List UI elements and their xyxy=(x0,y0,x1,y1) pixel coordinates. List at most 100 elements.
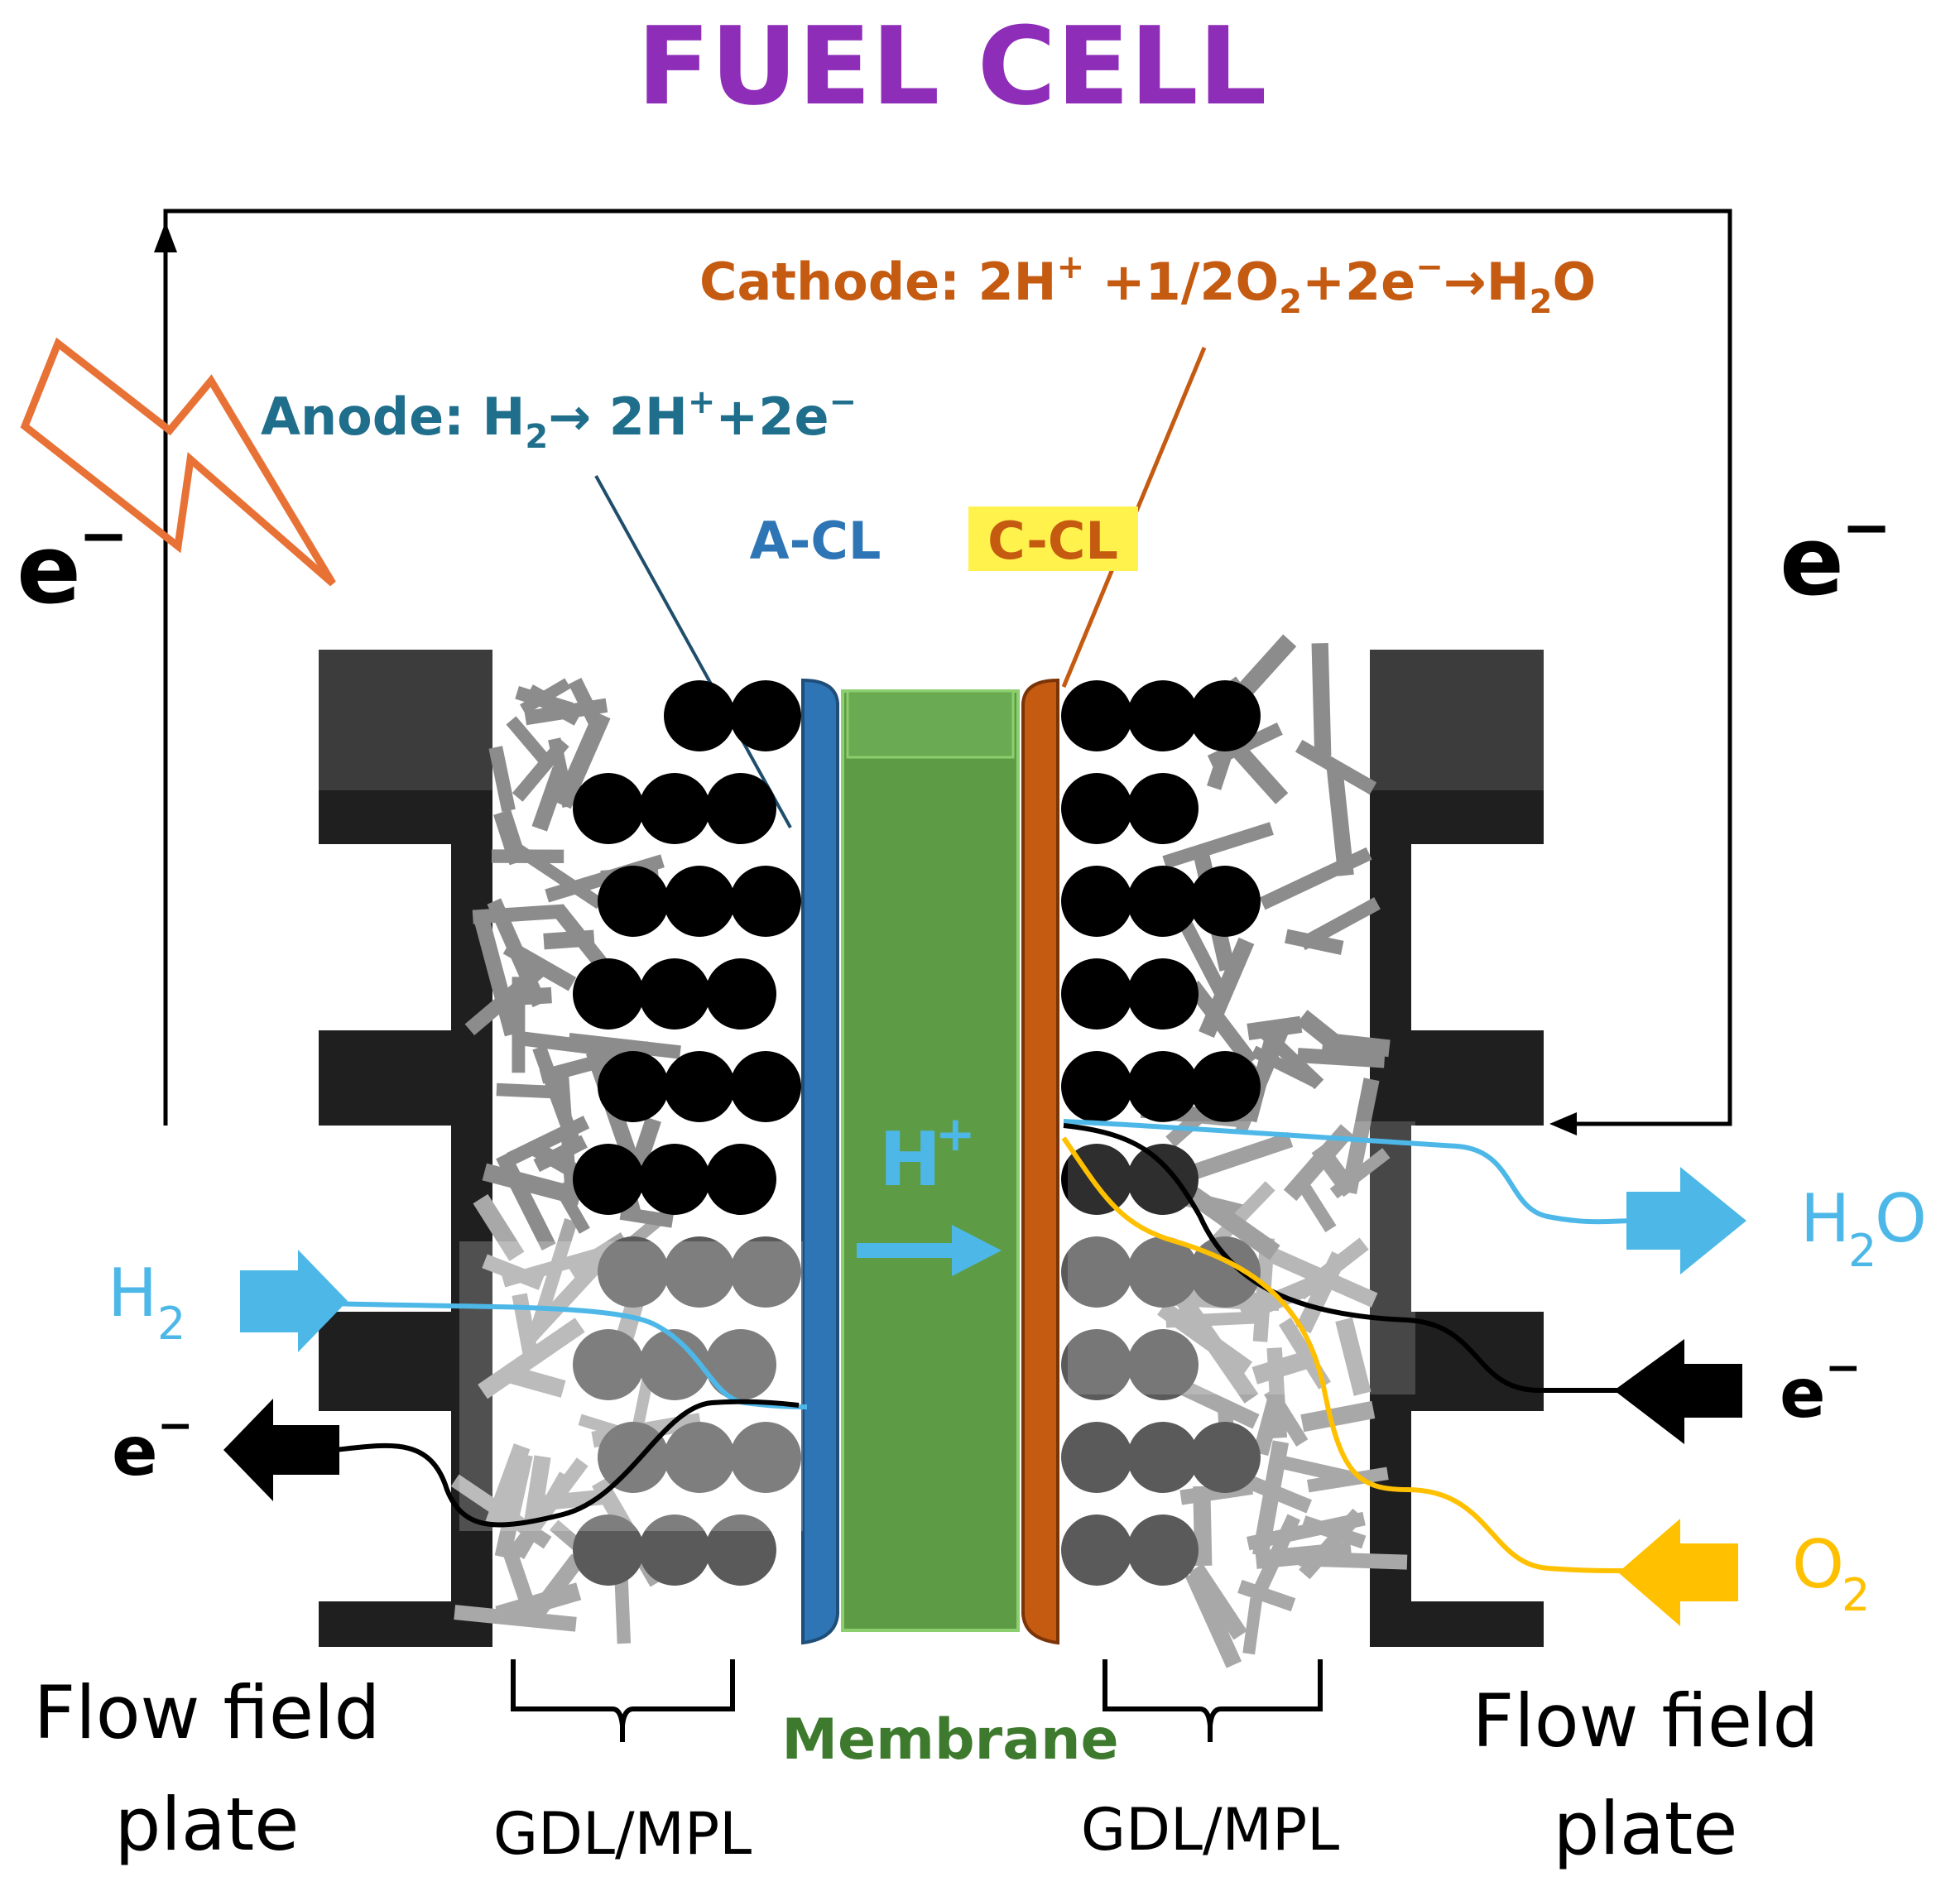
gdl-fiber xyxy=(507,1116,590,1166)
svg-text:e: e xyxy=(17,515,81,626)
gdl-fiber xyxy=(614,1576,632,1644)
mpl-particle xyxy=(1061,773,1132,844)
gdl-fiber xyxy=(1285,929,1344,955)
cathode-catalyst-layer xyxy=(1021,678,1059,1645)
gdl-fiber xyxy=(1329,1148,1391,1199)
mpl-particle xyxy=(639,1514,710,1586)
mpl-particle xyxy=(705,773,776,844)
h2-label: H 2 xyxy=(108,1255,185,1350)
h2o-label: H 2 O xyxy=(1800,1180,1927,1277)
electron-label-top-right: e − xyxy=(1780,492,1891,617)
svg-text:H: H xyxy=(1800,1180,1850,1257)
gdl-fiber xyxy=(494,1452,533,1559)
right-overlay-band xyxy=(1068,1121,1415,1394)
svg-text:2: 2 xyxy=(1848,1225,1876,1277)
svg-text:O: O xyxy=(1875,1180,1927,1257)
gdl-fiber xyxy=(554,711,611,809)
mpl-particle xyxy=(1061,680,1132,751)
gdl-fiber xyxy=(553,1182,590,1234)
mpl-particle xyxy=(1127,1329,1199,1400)
gdl-fiber xyxy=(473,1193,525,1261)
o2-inlet-arrow xyxy=(1618,1519,1738,1626)
gdl-fiber xyxy=(1235,1018,1293,1135)
mpl-particle xyxy=(573,1329,644,1400)
svg-text:2: 2 xyxy=(157,1298,185,1350)
mpl-particle xyxy=(1061,1422,1132,1493)
mpl-particle xyxy=(573,958,644,1030)
mpl-particle xyxy=(664,680,735,751)
h2o-flow-path xyxy=(1063,1119,1636,1225)
gdl-fiber xyxy=(1335,1317,1372,1396)
ccl-label: C-CL xyxy=(987,511,1118,571)
mpl-particle xyxy=(705,1514,776,1586)
gdl-fiber xyxy=(464,958,552,1036)
gdl-fiber xyxy=(522,1250,612,1344)
gdl-fiber xyxy=(1300,1400,1376,1433)
gdl-fiber xyxy=(472,904,564,924)
gdl-fiber xyxy=(512,1293,539,1358)
mpl-particle xyxy=(1189,1422,1261,1493)
external-circuit-wire xyxy=(163,209,1732,1126)
svg-text:−: − xyxy=(79,501,128,570)
mpl-particle xyxy=(639,1144,710,1215)
mpl-particle xyxy=(664,1422,735,1493)
o2-flow-path xyxy=(1061,1136,1627,1573)
cathode-reaction-label: Cathode: 2H+ +1/2O2+2e−→H2O xyxy=(699,248,1596,321)
gdl-label-right: GDL/MPL xyxy=(1081,1796,1339,1864)
electron-flow-path-anode xyxy=(334,1399,800,1528)
mpl-particle xyxy=(1189,866,1261,937)
svg-text:−: − xyxy=(1825,1343,1862,1393)
h2o-outlet-arrow xyxy=(1626,1167,1746,1274)
circuit-arrowhead-up xyxy=(154,222,177,252)
lightning-bolt-icon xyxy=(20,337,336,587)
gdl-fiber xyxy=(1157,1301,1253,1376)
svg-text:2: 2 xyxy=(1842,1569,1870,1621)
gdl-fiber xyxy=(1183,1131,1294,1183)
mpl-particle xyxy=(705,958,776,1030)
gdl-fiber xyxy=(1326,766,1354,876)
mpl-particle xyxy=(730,680,801,751)
mpl-particle xyxy=(1127,1236,1199,1308)
gdl-fiber xyxy=(619,1206,674,1228)
left-plate-label-line2: plate xyxy=(115,1782,300,1867)
mpl-particle xyxy=(1127,1514,1199,1586)
mpl-particle xyxy=(1127,1051,1199,1122)
mpl-particle xyxy=(1127,1422,1199,1493)
acl-label: A-CL xyxy=(750,511,882,571)
left-plate-label-line1: Flow field xyxy=(34,1670,381,1755)
gdl-fiber xyxy=(1295,1250,1348,1334)
brace-right-gdl xyxy=(1102,1659,1323,1742)
mpl-particle xyxy=(1127,958,1199,1030)
mpl-particle xyxy=(730,1236,801,1308)
svg-text:−: − xyxy=(157,1401,194,1451)
gdl-fiber xyxy=(502,1245,612,1288)
mpl-particle xyxy=(639,1329,710,1400)
gdl-fiber xyxy=(1237,1579,1296,1612)
ccl-label-highlight xyxy=(968,506,1138,571)
mpl-particle xyxy=(573,1514,644,1586)
mpl-particle xyxy=(573,1144,644,1215)
gdl-fiber xyxy=(495,1582,582,1624)
mpl-particle xyxy=(573,773,644,844)
gdl-fiber xyxy=(1296,1010,1348,1056)
electron-label-bottom-left: e − xyxy=(112,1401,194,1491)
mpl-particle xyxy=(1189,1051,1261,1122)
anode-catalyst-layer xyxy=(801,678,839,1645)
mpl-particle xyxy=(1061,1051,1132,1122)
svg-text:H: H xyxy=(879,1116,941,1203)
svg-text:e: e xyxy=(112,1413,158,1491)
gdl-fiber xyxy=(1247,1511,1366,1551)
o2-label: O 2 xyxy=(1792,1526,1870,1621)
h2-flow-path xyxy=(330,1301,808,1409)
mpl-particle xyxy=(730,1051,801,1122)
mpl-particle xyxy=(664,1051,735,1122)
svg-text:−: − xyxy=(1842,492,1891,562)
mpl-particle xyxy=(598,1051,669,1122)
mpl-particle xyxy=(639,773,710,844)
mpl-particle xyxy=(705,1329,776,1400)
electron-outlet-arrow-left xyxy=(223,1399,339,1501)
left-mpl-particles xyxy=(573,680,801,1586)
mpl-particle xyxy=(598,1422,669,1493)
gdl-fiber xyxy=(1162,822,1274,869)
